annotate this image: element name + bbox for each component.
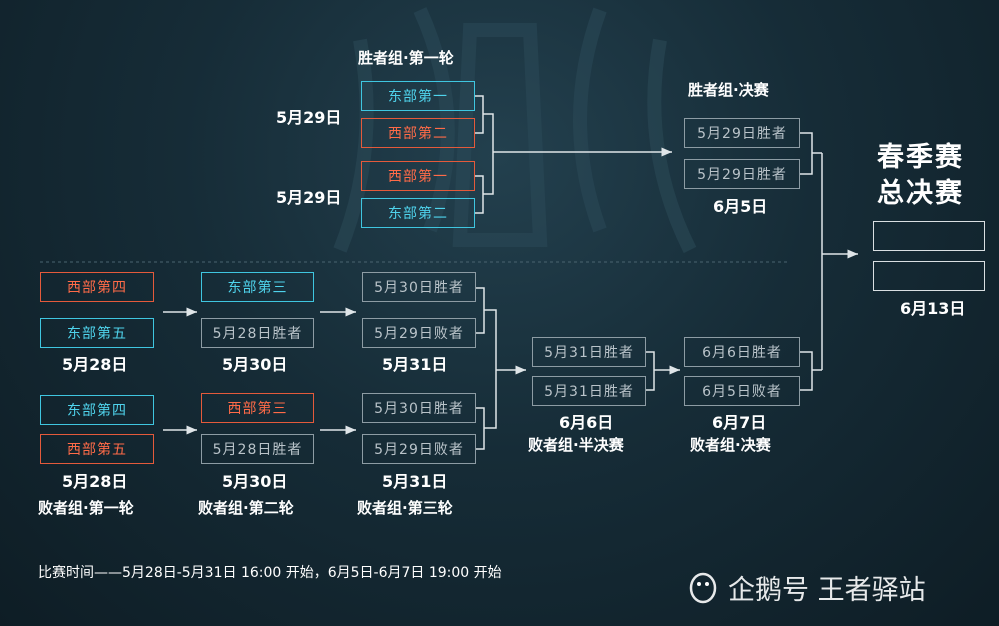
schedule-footer: 比赛时间——5月28日-5月31日 16:00 开始，6月5日-6月7日 19:… bbox=[38, 565, 502, 581]
winners-r1-match2-date: 5月29日 bbox=[276, 188, 342, 207]
team-slot: 西部第五 bbox=[40, 434, 154, 464]
match-slot: 6月5日败者 bbox=[684, 376, 800, 406]
losers-final-date: 6月7日 bbox=[712, 413, 767, 432]
losers-r3-match2-date: 5月31日 bbox=[382, 472, 448, 491]
match-slot: 5月29日败者 bbox=[362, 318, 476, 348]
watermark-text: 企鹅号 王者驿站 bbox=[728, 575, 926, 606]
losers-r3-title: 败者组·第三轮 bbox=[357, 499, 453, 517]
match-slot: 5月30日胜者 bbox=[362, 272, 476, 302]
match-slot: 5月31日胜者 bbox=[532, 337, 646, 367]
winners-r1-title: 胜者组·第一轮 bbox=[358, 49, 454, 67]
losers-r3-match1-date: 5月31日 bbox=[382, 355, 448, 374]
penguin-icon bbox=[689, 572, 717, 604]
losers-r2-match2-date: 5月30日 bbox=[222, 472, 288, 491]
grand-final-title-line1: 春季赛 bbox=[877, 142, 964, 173]
team-slot: 东部第三 bbox=[201, 272, 314, 302]
losers-final-title: 败者组·决赛 bbox=[690, 436, 771, 454]
team-slot: 东部第四 bbox=[40, 395, 154, 425]
match-slot: 5月31日胜者 bbox=[532, 376, 646, 406]
match-slot: 5月30日胜者 bbox=[362, 393, 476, 423]
match-slot: 5月29日胜者 bbox=[684, 159, 800, 189]
team-slot: 西部第二 bbox=[361, 118, 475, 148]
grand-final-slot-bottom bbox=[873, 261, 985, 291]
team-slot: 西部第一 bbox=[361, 161, 475, 191]
winners-r1-match1-date: 5月29日 bbox=[276, 108, 342, 127]
losers-r2-title: 败者组·第二轮 bbox=[198, 499, 294, 517]
losers-r1-match2-date: 5月28日 bbox=[62, 472, 128, 491]
winners-final-title: 胜者组·决赛 bbox=[688, 81, 769, 99]
losers-r1-title: 败者组·第一轮 bbox=[38, 499, 134, 517]
match-slot: 5月29日胜者 bbox=[684, 118, 800, 148]
losers-r2-match1-date: 5月30日 bbox=[222, 355, 288, 374]
grand-final-date: 6月13日 bbox=[900, 299, 966, 318]
team-slot: 东部第二 bbox=[361, 198, 475, 228]
winners-final-date: 6月5日 bbox=[713, 197, 768, 216]
losers-r1-match1-date: 5月28日 bbox=[62, 355, 128, 374]
team-slot: 西部第三 bbox=[201, 393, 314, 423]
team-slot: 西部第四 bbox=[40, 272, 154, 302]
grand-final-slot-top bbox=[873, 221, 985, 251]
losers-semi-title: 败者组·半决赛 bbox=[528, 436, 624, 454]
grand-final-title-line2: 总决赛 bbox=[877, 178, 964, 209]
match-slot: 5月28日胜者 bbox=[201, 318, 314, 348]
losers-semi-date: 6月6日 bbox=[559, 413, 614, 432]
match-slot: 6月6日胜者 bbox=[684, 337, 800, 367]
match-slot: 5月28日胜者 bbox=[201, 434, 314, 464]
match-slot: 5月29日败者 bbox=[362, 434, 476, 464]
team-slot: 东部第五 bbox=[40, 318, 154, 348]
team-slot: 东部第一 bbox=[361, 81, 475, 111]
